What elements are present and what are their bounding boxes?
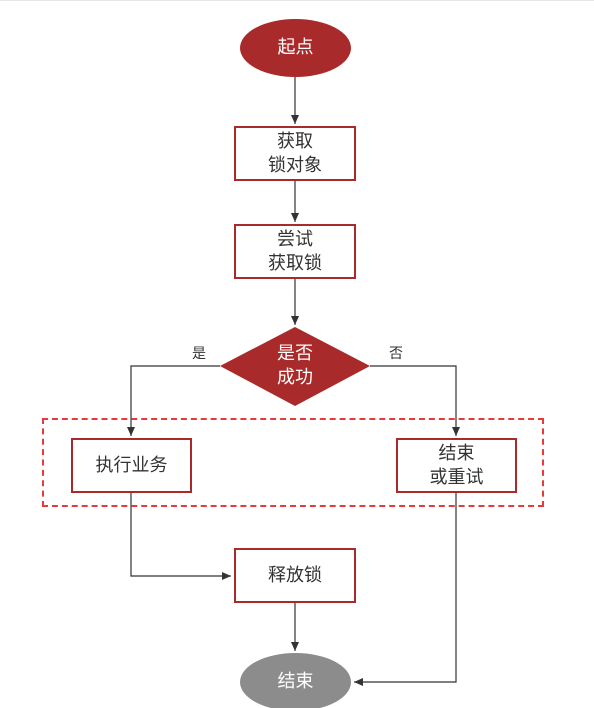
edge-label-yes: 是 xyxy=(192,346,206,362)
edge-label-no: 否 xyxy=(389,346,403,362)
acquire-lock-object-node: 获取 锁对象 xyxy=(234,126,356,181)
start-node: 起点 xyxy=(240,19,351,77)
execute-business-node: 执行业务 xyxy=(71,438,192,493)
acquire-lock-object-label: 获取 锁对象 xyxy=(268,130,322,176)
end-node-label: 结束 xyxy=(277,671,314,692)
decision-diamond-shape xyxy=(220,327,370,406)
end-or-retry-node: 结束 或重试 xyxy=(396,438,517,493)
edge-execute-to-release xyxy=(130,493,231,580)
success-decision-label: 是否 成功 xyxy=(277,343,313,388)
edge-retry-to-end xyxy=(354,493,457,686)
dashed-outcome-group xyxy=(42,418,544,507)
top-border-line xyxy=(0,0,594,1)
try-acquire-lock-label: 尝试 获取锁 xyxy=(268,228,322,274)
success-decision-node: 是否 成功 xyxy=(250,340,340,392)
start-node-label: 起点 xyxy=(277,37,314,58)
edge-decision-no xyxy=(370,365,460,436)
execute-business-label: 执行业务 xyxy=(95,454,168,476)
end-or-retry-label: 结束 或重试 xyxy=(429,442,484,488)
release-lock-node: 释放锁 xyxy=(234,548,356,603)
end-node: 结束 xyxy=(240,653,351,708)
try-acquire-lock-node: 尝试 获取锁 xyxy=(234,224,356,279)
edge-decision-yes xyxy=(127,365,220,436)
release-lock-label: 释放锁 xyxy=(268,564,322,586)
